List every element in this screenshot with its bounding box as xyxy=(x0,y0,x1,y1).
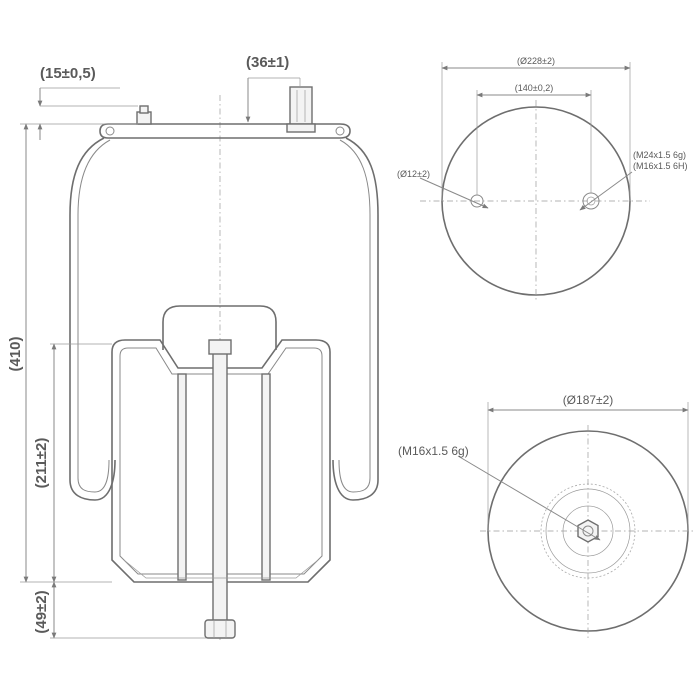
dim-thread-1-label: (M24x1.5 6g) xyxy=(633,150,686,160)
piston-shell xyxy=(111,339,331,583)
piston-post-left xyxy=(177,373,187,581)
top-view: (Ø228±2) (140±0,2) (Ø12±2) (M24x1.5 6g) … xyxy=(397,56,688,302)
bolt-nut-bottom xyxy=(204,619,236,639)
central-bolt xyxy=(212,351,228,623)
dim-piston-diameter-label: (Ø187±2) xyxy=(563,393,614,407)
pin-leader xyxy=(419,177,489,209)
dim-hole-spacing-label: (140±0,2) xyxy=(515,83,553,93)
dim-thread-2-label: (M16x1.5 6H) xyxy=(633,161,688,171)
dim-total-height-label: (410) xyxy=(7,336,24,371)
piston-bump xyxy=(162,305,277,350)
air-fitting xyxy=(289,86,313,125)
bottom-hex-nut xyxy=(577,519,599,543)
piston-post-right xyxy=(261,373,271,581)
dim-piston-height-label: (211±2) xyxy=(33,438,50,489)
top-plate xyxy=(99,123,351,139)
bellows-left-outer xyxy=(69,137,116,501)
dim-outer-diameter-label: (Ø228±2) xyxy=(517,56,555,66)
top-plate-bead-left xyxy=(105,126,115,136)
bottom-thread-leader xyxy=(457,455,601,541)
bolt-head-top xyxy=(208,339,232,355)
bellows-left-inner xyxy=(77,139,111,493)
dim-stud-length-label: (49±2) xyxy=(33,590,50,633)
top-plate-bead-right xyxy=(335,126,345,136)
top-stud xyxy=(136,111,152,125)
side-view: (15±0,5) (36±1) (410) (211±2) (49±2) xyxy=(7,54,379,640)
thread-leader xyxy=(579,171,633,211)
air-fitting-base xyxy=(286,123,316,133)
dim-fitting-offset-label: (36±1) xyxy=(246,54,289,71)
bellows-right-outer xyxy=(332,137,379,501)
dim-pin-diameter-label: (Ø12±2) xyxy=(397,169,430,179)
dim-top-offset-label: (15±0,5) xyxy=(40,65,96,82)
top-stud-tip xyxy=(139,105,149,114)
bottom-view: (Ø187±2) (M16x1.5 6g) xyxy=(398,393,696,640)
bellows-right-inner xyxy=(338,139,371,493)
dim-bottom-thread-label: (M16x1.5 6g) xyxy=(398,444,469,458)
